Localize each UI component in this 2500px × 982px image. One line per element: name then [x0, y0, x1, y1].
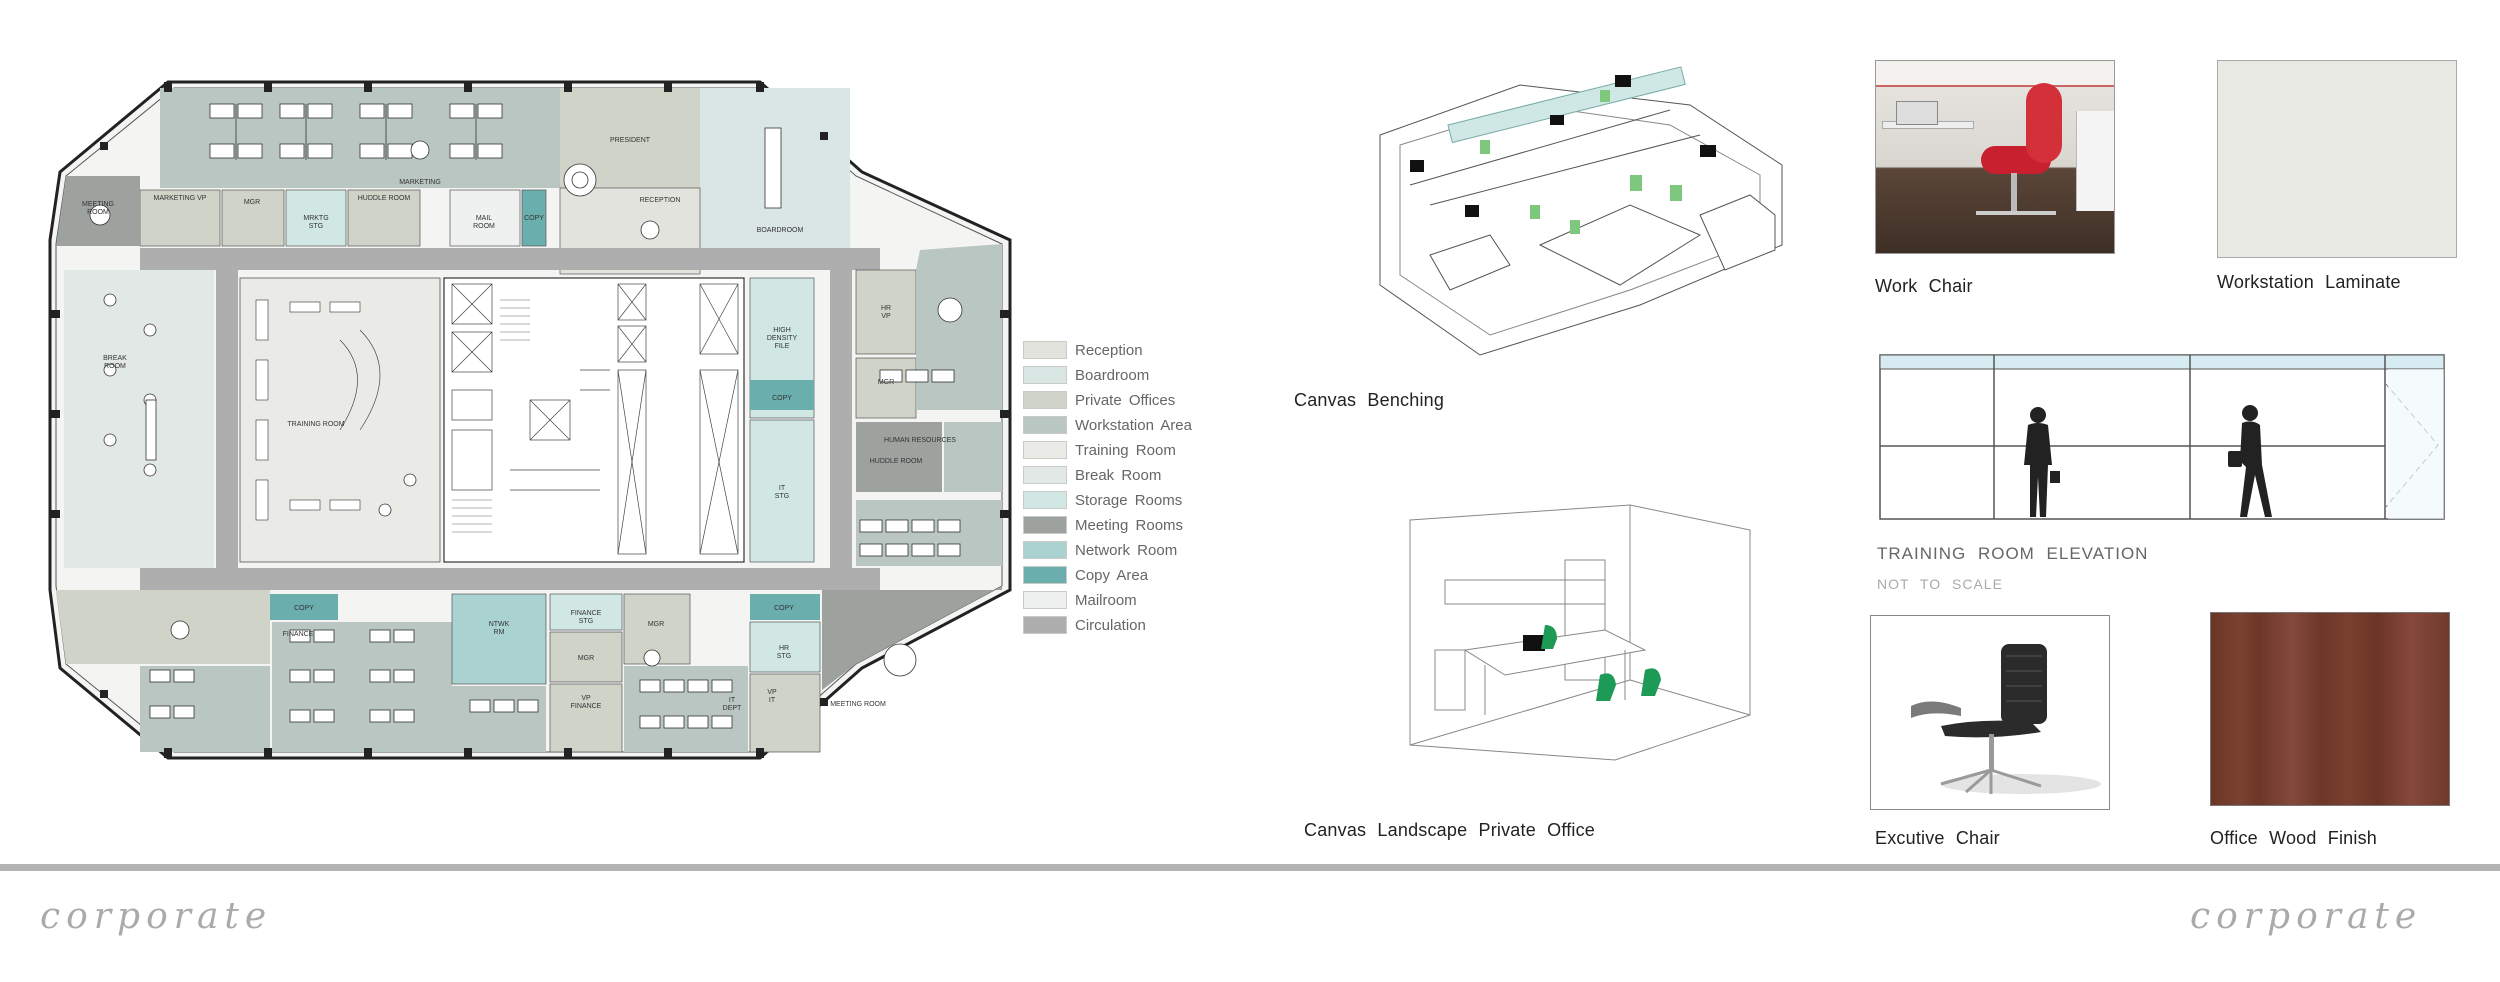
caption-executive-chair: Excutive Chair [1875, 828, 2000, 848]
legend-label: Private Offices [1075, 392, 1176, 409]
legend-label: Meeting Rooms [1075, 517, 1184, 534]
caption-work-chair: Work Chair [1875, 276, 1973, 296]
label-copy-se: COPY [774, 605, 794, 612]
person-silhouettes [2024, 405, 2272, 517]
label-mgr-south-2: MGR [648, 621, 664, 628]
training-room-elevation [1879, 354, 2445, 520]
legend-label: Break Room [1075, 467, 1162, 484]
circulation-north [140, 248, 880, 270]
workstation-area-north [160, 88, 560, 188]
legend-swatch [1023, 416, 1067, 434]
legend-label: Boardroom [1075, 367, 1150, 384]
caption-canvas-landscape: Canvas Landscape Private Office [1304, 820, 1596, 840]
legend-label: Network Room [1075, 542, 1178, 559]
building-core [443, 277, 745, 563]
label-copy-south: COPY [294, 605, 314, 612]
label-training-room: TRAINING ROOM [287, 421, 344, 428]
label-finance: FINANCE [283, 631, 314, 638]
legend-label: Mailroom [1075, 592, 1137, 609]
label-huddle-room-2: HUDDLE ROOM [870, 458, 923, 465]
executive-chair-image [1870, 615, 2110, 810]
legend-swatch [1023, 541, 1067, 559]
caption-not-to-scale: NOT TO SCALE [1877, 576, 2003, 592]
training-room [239, 277, 441, 563]
legend-swatch [1023, 341, 1067, 359]
label-meeting-room-se: MEETING ROOM [830, 701, 886, 708]
caption-workstation-laminate: Workstation Laminate [2217, 272, 2401, 292]
legend-swatch [1023, 441, 1067, 459]
label-copy-north: COPY [524, 215, 544, 222]
legend-swatch [1023, 616, 1067, 634]
label-huddle-room: HUDDLE ROOM [358, 195, 411, 202]
label-mgr: MGR [244, 199, 260, 206]
label-human-resources: HUMAN RESOURCES [884, 437, 956, 444]
legend-swatch [1023, 466, 1067, 484]
legend-label: Workstation Area [1075, 417, 1192, 434]
legend-swatch [1023, 391, 1067, 409]
caption-office-wood-finish: Office Wood Finish [2210, 828, 2378, 848]
caption-training-room-elevation: TRAINING ROOM ELEVATION [1877, 544, 2149, 563]
label-president: PRESIDENT [610, 137, 651, 144]
footer-right-script: corporate [2190, 896, 2423, 937]
workstation-laminate-swatch [2217, 60, 2457, 258]
legend-label: Copy Area [1075, 567, 1149, 584]
workstation-clusters [149, 103, 961, 729]
canvas-benching-render [1379, 66, 1783, 356]
legend-label: Reception [1075, 342, 1143, 359]
label-copy-core: COPY [772, 395, 792, 402]
work-chair-image [1875, 60, 2115, 254]
label-reception: RECEPTION [640, 197, 681, 204]
label-mgr-south: MGR [578, 655, 594, 662]
office-wood-finish-swatch [2210, 612, 2450, 806]
legend-swatch [1023, 366, 1067, 384]
label-boardroom: BOARDROOM [757, 227, 804, 234]
legend-label: Training Room [1075, 442, 1176, 459]
legend-swatch [1023, 516, 1067, 534]
label-marketing: MARKETING [399, 179, 441, 186]
legend-swatch [1023, 491, 1067, 509]
legend-swatch [1023, 566, 1067, 584]
label-mgr-east: MGR [878, 379, 894, 386]
legend-swatch [1023, 591, 1067, 609]
break-room [64, 270, 214, 568]
legend-label: Circulation [1075, 617, 1146, 634]
caption-canvas-benching: Canvas Benching [1294, 390, 1445, 410]
canvas-landscape-render [1409, 504, 1751, 761]
label-marketing-vp: MARKETING VP [154, 195, 207, 202]
footer-divider [0, 864, 2500, 871]
legend-label: Storage Rooms [1075, 492, 1183, 509]
round-tables [89, 140, 963, 677]
footer-left-script: corporate [40, 896, 273, 937]
